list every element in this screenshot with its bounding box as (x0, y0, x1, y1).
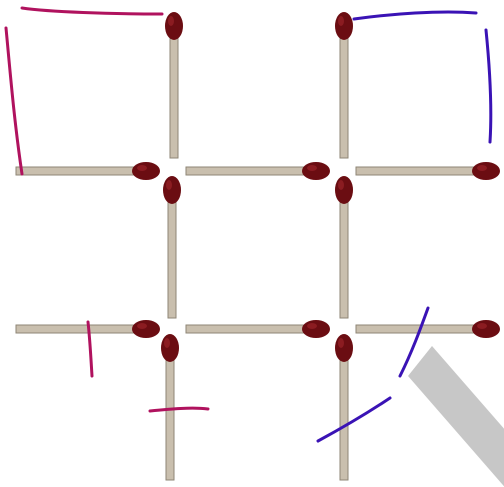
matchstick-layer (16, 12, 500, 480)
match-head-highlight (477, 323, 487, 329)
matchstick-v-bottom-left[interactable] (161, 334, 179, 480)
match-head-highlight (307, 323, 317, 329)
matchstick-v-middle-right[interactable] (335, 176, 353, 318)
match-head (165, 12, 183, 40)
match-head (302, 320, 330, 338)
match-head (335, 176, 353, 204)
match-head-highlight (338, 338, 344, 348)
annotation-magenta-short-horizontal (150, 408, 208, 411)
match-head-highlight (307, 165, 317, 171)
matchstick-v-bottom-right[interactable] (335, 334, 353, 480)
match-head-highlight (338, 16, 344, 26)
matchstick-h-row1-right[interactable] (356, 162, 500, 180)
matchstick-h-row2-middle[interactable] (186, 320, 330, 338)
match-head-highlight (166, 180, 172, 190)
matchstick-body (340, 196, 348, 318)
matchstick-body (16, 167, 140, 175)
match-head-highlight (137, 165, 147, 171)
matchstick-body (186, 325, 310, 333)
matchstick-body (340, 354, 348, 480)
matchstick-body (168, 196, 176, 318)
match-head (161, 334, 179, 362)
matchstick-v-middle-left[interactable] (163, 176, 181, 318)
gray-stick-layer (408, 346, 504, 487)
match-head (472, 320, 500, 338)
match-head-highlight (137, 323, 147, 329)
match-head-highlight (338, 180, 344, 190)
matchstick-h-row2-right[interactable] (356, 320, 500, 338)
annotation-blue-diagonal-lower (318, 398, 390, 441)
matchstick-body (340, 32, 348, 158)
annotation-magenta-top-left-box (6, 8, 162, 174)
matchstick-body (166, 354, 174, 480)
match-head (335, 12, 353, 40)
match-head (335, 334, 353, 362)
match-head-highlight (477, 165, 487, 171)
match-head (302, 162, 330, 180)
matchstick-h-row1-left[interactable] (16, 162, 160, 180)
gray-diagonal-stick (408, 346, 504, 487)
matchstick-body (16, 325, 140, 333)
annotation-blue-top-right-box (354, 12, 491, 142)
matchstick-v-top-left[interactable] (165, 12, 183, 158)
match-head (132, 162, 160, 180)
match-head-highlight (168, 16, 174, 26)
matchstick-v-top-right[interactable] (335, 12, 353, 158)
match-head (132, 320, 160, 338)
matchstick-body (186, 167, 310, 175)
match-head-highlight (164, 338, 170, 348)
matchstick-h-row1-middle[interactable] (186, 162, 330, 180)
match-head (163, 176, 181, 204)
matchstick-body (170, 32, 178, 158)
matchstick-body (356, 167, 480, 175)
match-head (472, 162, 500, 180)
